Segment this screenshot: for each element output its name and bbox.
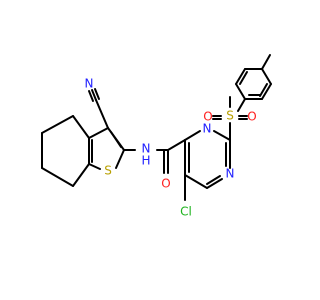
bond [41, 115, 74, 134]
bond [261, 83, 272, 100]
bond [237, 98, 246, 112]
bond [88, 163, 101, 170]
bond [206, 178, 223, 189]
pyrimidine-nitrogen-3-label: N [203, 122, 212, 136]
structure-drawing: N S N H O N N S O O Cl [41, 54, 272, 219]
sulfonyl-oxygen-left-label: O [203, 110, 212, 124]
amide-oxygen-label: O [161, 177, 170, 191]
bond [184, 174, 208, 189]
bond [91, 89, 97, 101]
bond [110, 131, 122, 148]
bond [206, 175, 221, 185]
bond [95, 99, 109, 129]
pyrimidine-nitrogen-1-label: N [226, 167, 235, 181]
bond [235, 83, 246, 100]
bond [167, 139, 186, 151]
sulfonyl-oxygen-right-label: O [247, 110, 256, 124]
bond [41, 167, 74, 187]
bond [72, 115, 90, 139]
bond [72, 163, 90, 187]
bond [94, 88, 100, 100]
thiophene-sulfur-label: S [104, 164, 112, 178]
chlorine-label: Cl [180, 205, 192, 219]
bond [259, 83, 268, 97]
amide-hydrogen-label: H [141, 154, 150, 168]
atom-label-layer: N S N H O N N S O O Cl [85, 77, 257, 219]
bond [261, 54, 271, 70]
bond [239, 71, 248, 85]
nitrile-nitrogen-label: N [85, 77, 94, 91]
bond [261, 68, 272, 85]
bond [88, 127, 109, 139]
bond [88, 90, 94, 102]
molecule-canvas: N S N H O N N S O O Cl [41, 54, 272, 219]
bond [184, 130, 201, 141]
bond [213, 130, 231, 141]
bond-layer [41, 54, 272, 201]
bond [235, 68, 246, 85]
bond [115, 149, 125, 169]
amide-nitrogen-label: N [142, 142, 151, 156]
sulfonyl-sulfur-label: S [226, 109, 234, 123]
